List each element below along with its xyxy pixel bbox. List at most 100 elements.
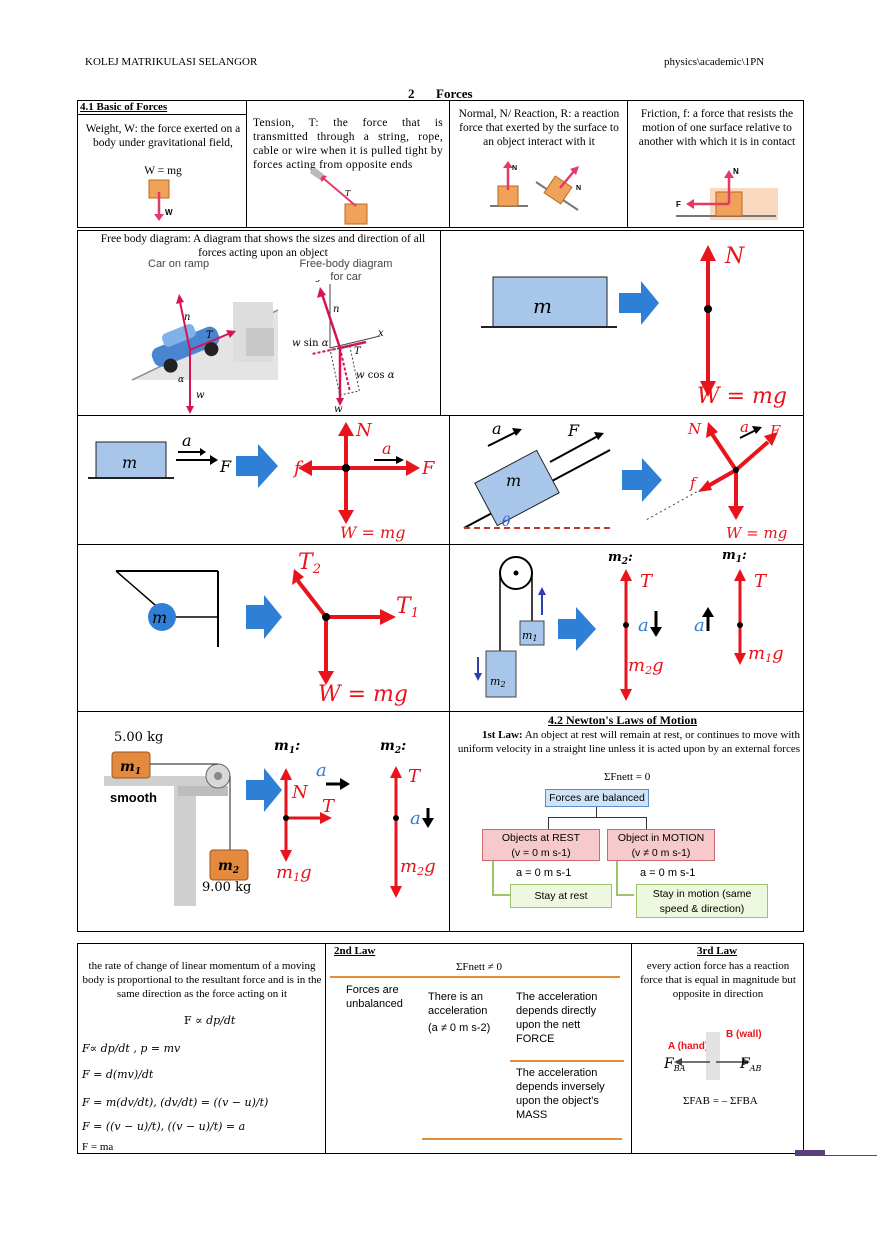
normal-diagram: N N [490,161,581,211]
second-law-derivation: F ∝ dp/dt F∝ dp/dt , p = mv F = d(mv)/dt… [81,1014,268,1133]
svg-text:f: f [689,474,698,492]
svg-text:m2:: m2: [608,550,633,567]
svg-text:F: F [676,200,681,209]
svg-text:m: m [533,294,552,318]
svg-text:m2g: m2g [628,655,664,677]
svg-text:T: T [206,330,214,341]
laws-table [77,943,804,1154]
svg-text:x: x [378,328,384,339]
svg-text:m1g: m1g [276,862,312,884]
svg-text:N: N [512,165,517,172]
svg-text:α: α [178,375,184,385]
weight-formula: W = mg [144,165,182,177]
svg-text:W: W [165,208,173,217]
svg-text:F∝ dp/dt , p = mv: F∝ dp/dt , p = mv [81,1042,181,1055]
acceleration-text: There is an acceleration [428,991,488,1017]
fbd-definition: Free body diagram: A diagram that shows … [100,233,426,259]
svg-text:a: a [382,439,392,458]
hanging-mass-diagram: m T2 T1 W = mg [115,550,419,707]
svg-text:w cos α: w cos α [356,370,395,381]
svg-text:W = mg: W = mg [340,523,405,542]
second-law-heading: 2nd Law [334,945,376,957]
fbd-caption: Free-body diagram for car [299,258,393,283]
header-left: KOLEJ MATRIKULASI SELANGOR [85,56,258,68]
svg-text:θ: θ [502,514,511,530]
motion-velocity: (v ≠ 0 m s-1) [631,847,691,859]
car-ramp-diagram: n T w α y x n w sin α T w cos α w [131,280,395,415]
svg-text:F: F [219,457,232,476]
rest-label: Objects at REST [501,832,581,844]
normal-definition: Normal, N/ Reaction, R: a reaction force… [458,108,620,148]
svg-text:T: T [354,346,362,357]
mass1-value: 5.00 kg [114,730,164,745]
svg-text:T: T [322,796,336,817]
chapter-number: 2 [408,86,415,101]
stay-motion-box: Stay in motion (same speed & direction) [636,884,768,918]
svg-text:W = mg: W = mg [726,524,787,542]
svg-text:F = ((v − u)/t), ((v − u)/t) =: F = ((v − u)/t), ((v − u)/t) = a [81,1120,245,1133]
a-motion: a = 0 m s-1 [640,867,696,879]
tension-definition: Tension, T: the force that is transmitte… [253,117,443,171]
friction-definition: Friction, f: a force that resists the mo… [638,108,796,148]
a-rest: a = 0 m s-1 [516,867,572,879]
mass2-value: 9.00 kg [202,880,252,895]
rest-box: Objects at REST(v = 0 m s-1) [482,829,600,861]
svg-text:T: T [754,571,768,592]
svg-text:m1g: m1g [748,643,784,665]
svg-text:T: T [408,766,422,787]
svg-text:a: a [740,418,749,436]
svg-text:F: F [567,421,580,440]
svg-text:m: m [152,608,167,627]
page-mark [795,1150,825,1156]
svg-text:W = mg: W = mg [697,384,787,409]
sum-zero: ΣFnett = 0 [604,771,651,783]
third-law-formula: ΣFAB = – ΣFBA [683,1095,758,1107]
sum-nonzero: ΣFnett ≠ 0 [456,961,503,973]
newton-heading: 4.2 Newton's Laws of Motion [548,713,697,727]
third-law-heading: 3rd Law [697,945,738,957]
svg-text:F ∝ dp/dt: F ∝ dp/dt [184,1014,236,1027]
svg-text:w sin α: w sin α [292,338,329,349]
motion-box: Object in MOTION (v ≠ 0 m s-1) [607,829,715,861]
svg-text:a: a [492,419,502,438]
acceleration-value: (a ≠ 0 m s-2) [428,1022,491,1034]
first-law-text: An object at rest will remain at rest, o… [457,729,800,755]
hand-label: A (hand) [668,1041,709,1052]
svg-text:FAB: FAB [739,1056,761,1073]
stay-rest-box: Stay at rest [510,884,612,908]
svg-text:a: a [182,431,192,450]
incline-diagram: m a F θ N a F f W = mg [463,418,787,542]
block-normal-weight-diagram: m N W = mg [481,244,787,409]
svg-text:T1: T1 [396,594,419,621]
svg-text:T2: T2 [298,550,321,577]
svg-text:y: y [315,280,322,283]
svg-text:w: w [196,390,205,401]
inverse-mass-text: The acceleration depends inversely upon … [516,1067,605,1121]
svg-text:T: T [345,189,351,198]
block-friction-diagram: m a F a N f F W = mg [88,420,436,542]
svg-text:n: n [333,304,339,315]
svg-text:n: n [184,312,190,323]
basic-heading: 4.1 Basic of Forces [80,101,168,113]
svg-text:T: T [640,571,654,592]
tension-diagram: T [309,168,368,225]
f-equals-ma: F = ma [82,1141,114,1153]
svg-text:m1:: m1: [274,738,300,756]
direct-force-text: The acceleration depends directly upon t… [516,991,598,1045]
vertical-pulley-diagram: m1 m2 m2: m1: T T a a m2g m1g [474,548,784,701]
balanced-box: Forces are balanced [545,789,649,807]
car-caption: Car on ramp [148,258,210,270]
motion-label: Object in MOTION [617,832,705,844]
svg-text:F = m(dv/dt), (dv/dt) = ((v −: F = m(dv/dt), (dv/dt) = ((v − u)/t) [81,1096,268,1109]
svg-text:F: F [421,458,436,479]
svg-text:a: a [694,615,705,636]
svg-text:N: N [355,420,373,441]
svg-text:N: N [687,420,702,438]
svg-text:F: F [769,422,781,440]
svg-text:m1:: m1: [722,548,747,565]
svg-text:N: N [576,185,581,192]
svg-text:a: a [410,808,421,829]
svg-text:N: N [724,244,745,269]
wall-label: B (wall) [726,1029,762,1040]
first-law: 1st Law: An object at rest will remain a… [456,728,800,756]
